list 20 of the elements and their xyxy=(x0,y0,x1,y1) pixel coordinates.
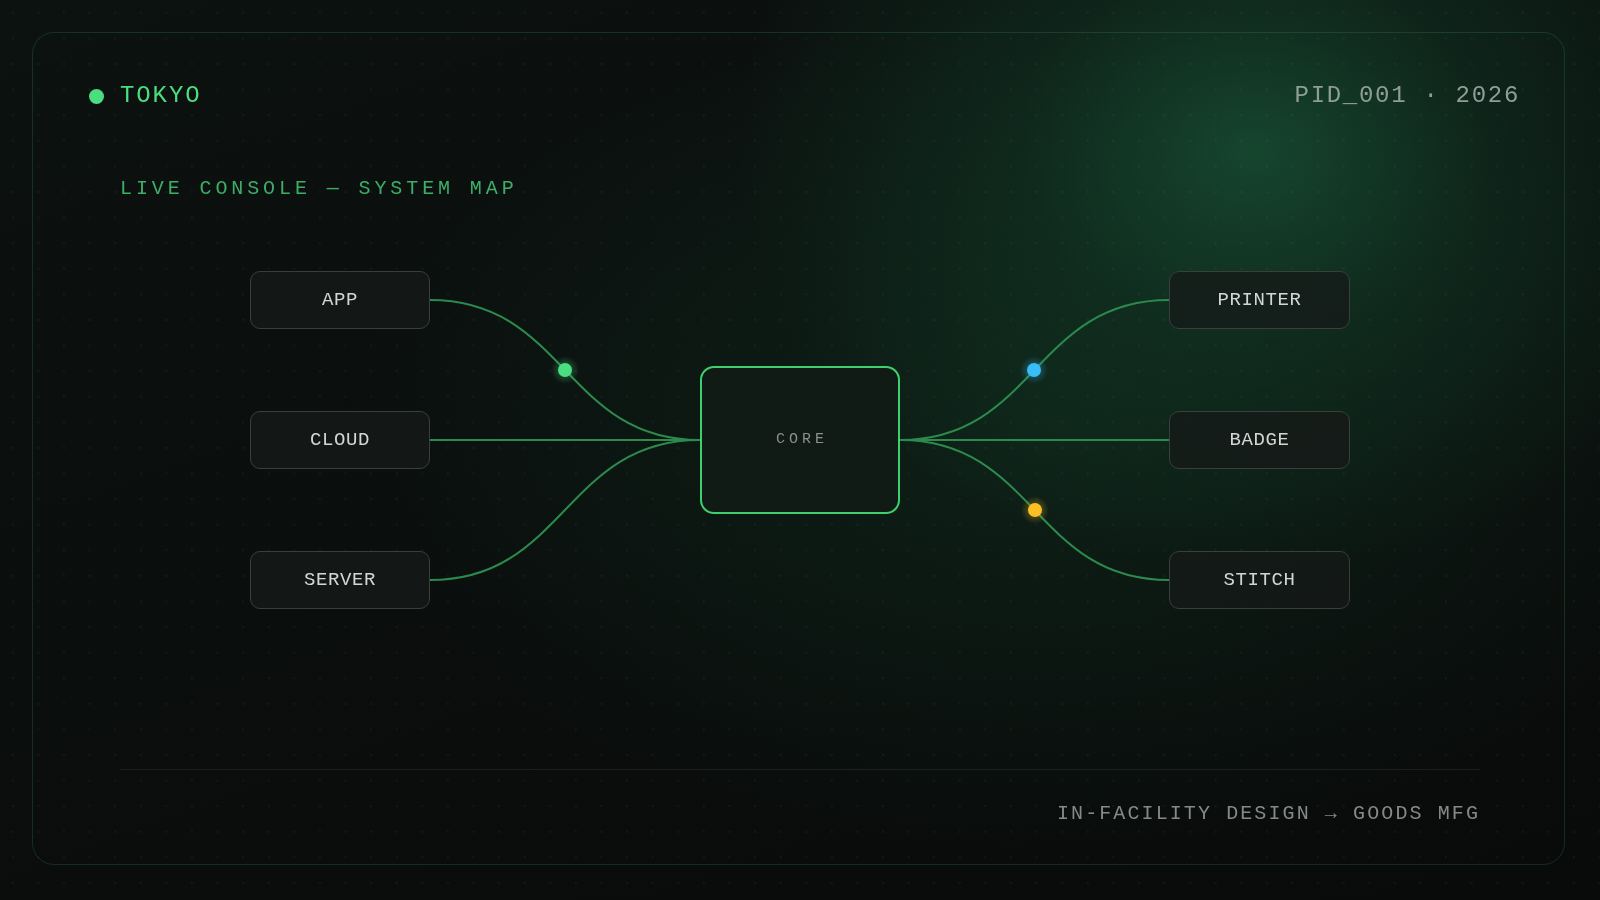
node-box xyxy=(1169,551,1350,609)
connector-line xyxy=(899,439,1170,581)
node-label: BADGE xyxy=(1229,429,1290,451)
footer-note: IN-FACILITY DESIGN → GOODS MFG xyxy=(1056,801,1480,827)
core-box xyxy=(700,366,900,514)
node-box xyxy=(1169,411,1350,469)
node-label: PRINTER xyxy=(1217,289,1302,311)
subtitle: LIVE CONSOLE — SYSTEM MAP xyxy=(120,176,518,202)
node-label: CLOUD xyxy=(310,429,370,451)
title: TOKYO xyxy=(120,81,202,111)
node-label: APP xyxy=(322,289,358,311)
connector-line xyxy=(429,439,701,581)
node-caption: CORE xyxy=(775,430,828,450)
node-box xyxy=(1169,271,1350,329)
node-box xyxy=(250,551,430,609)
node-box xyxy=(250,271,430,329)
node-box xyxy=(250,411,430,469)
node-label: SERVER xyxy=(304,569,376,591)
node-label: STITCH xyxy=(1223,569,1296,591)
project-id: PID_001 · 2026 xyxy=(1294,81,1520,111)
